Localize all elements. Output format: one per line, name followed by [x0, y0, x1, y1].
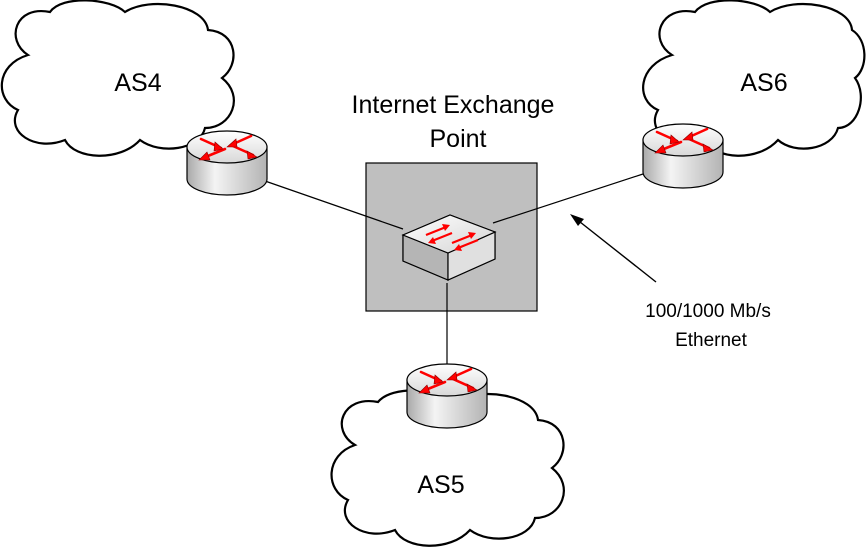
link-as4-ixp [264, 180, 404, 230]
cloud-icon [0, 0, 235, 157]
router-icon [185, 129, 269, 197]
annotation-arrow [570, 214, 657, 283]
router-icon [405, 362, 489, 430]
link-annotation-line2: Ethernet [675, 330, 748, 351]
as-label-as5: AS5 [417, 471, 464, 499]
link-as6-ixp [492, 173, 644, 224]
link-annotation-line1: 100/1000 Mb/s [645, 301, 771, 322]
router-icon [641, 122, 725, 190]
ixp-label-line1: Internet Exchange [352, 91, 555, 119]
as-label-as6: AS6 [740, 69, 787, 97]
ixp-label-line2: Point [430, 125, 487, 153]
as-label-as4: AS4 [114, 69, 161, 97]
